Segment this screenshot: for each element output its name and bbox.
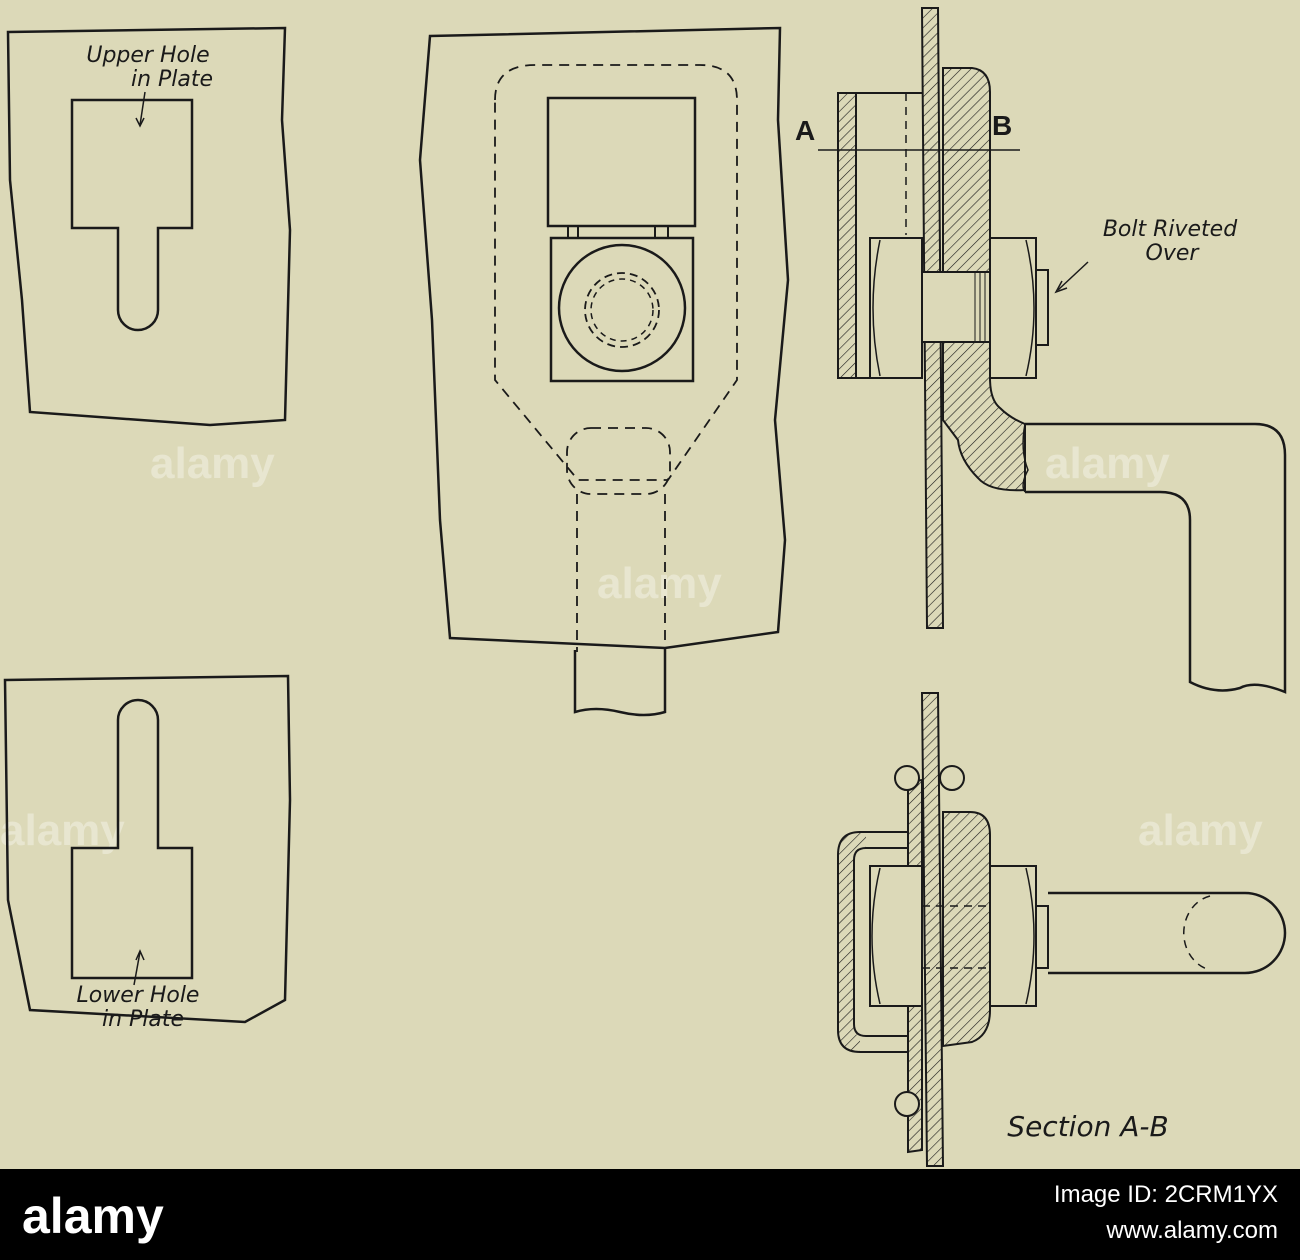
upper-hole-label-line1: Upper Hole	[86, 43, 209, 68]
bolt-label-line1: Bolt Riveted	[1103, 217, 1238, 242]
point-a-label: A	[795, 115, 815, 146]
upper-hole-label-line2: in Plate	[131, 67, 213, 92]
technical-drawing: alamy alamy alamy alamy alamy Upper Hole…	[0, 0, 1300, 1169]
lower-hole-outline	[70, 698, 194, 980]
side-view	[818, 7, 1287, 694]
image-id-text: Image ID: 2CRM1YX	[1053, 1181, 1278, 1208]
lower-hole-label-line2: in Plate	[102, 1007, 184, 1032]
bolt-label-line2: Over	[1146, 241, 1201, 266]
section-a-b	[837, 692, 1287, 1167]
watermark-mark: alamy	[1045, 439, 1170, 488]
lower-plate	[3, 674, 292, 1024]
watermark-mark: alamy	[597, 559, 722, 608]
footer-bar: alamy Image ID: 2CRM1YX www.alamy.com	[0, 1169, 1300, 1260]
drawing-svg: alamy alamy alamy alamy alamy Upper Hole…	[0, 7, 1287, 1167]
watermark-marks: alamy alamy alamy alamy alamy	[0, 439, 1263, 855]
watermark-mark: alamy	[1138, 806, 1263, 855]
lower-hole-label-line1: Lower Hole	[77, 983, 200, 1008]
upper-hole-outline	[70, 98, 194, 332]
watermark-mark: alamy	[150, 439, 275, 488]
section-label: Section A-B	[1007, 1110, 1168, 1143]
upper-plate	[6, 26, 292, 427]
front-view	[418, 26, 790, 717]
footer-logo[interactable]: alamy	[22, 1188, 164, 1244]
point-b-label: B	[992, 110, 1012, 141]
site-url[interactable]: www.alamy.com	[1106, 1217, 1278, 1244]
